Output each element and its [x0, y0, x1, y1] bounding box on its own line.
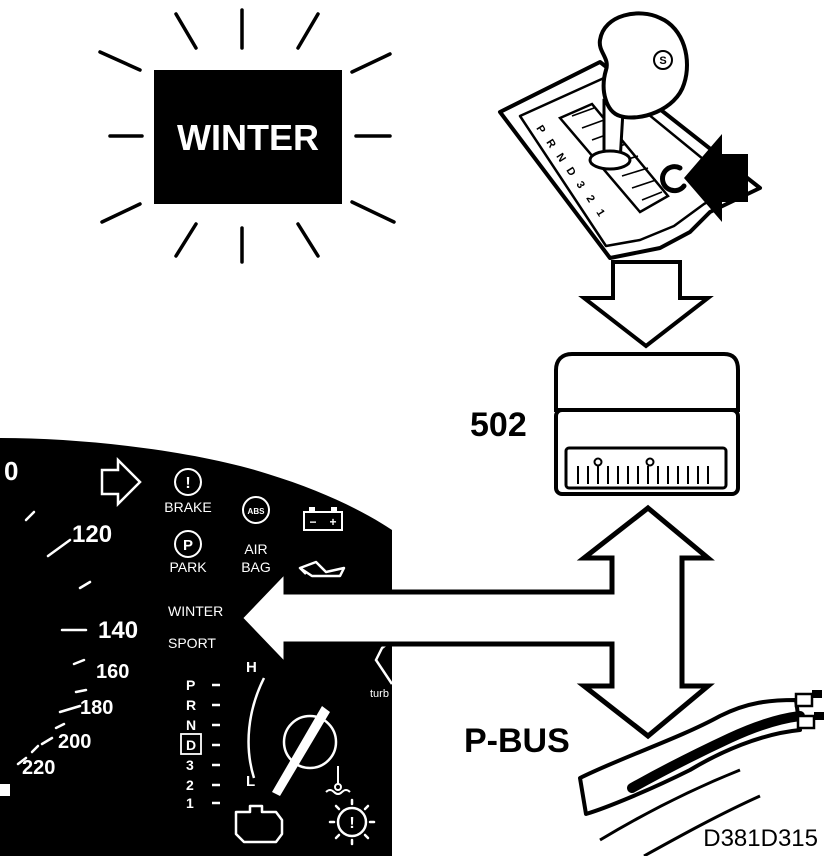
- speedometer-ticks: [16, 510, 92, 766]
- speed-label-160: 160: [96, 661, 129, 683]
- airbag-label-line1: AIR: [244, 541, 267, 557]
- temp-gauge-low: L: [246, 773, 255, 790]
- cable-wire-ends: [794, 690, 824, 730]
- winter-button-symbol: [660, 164, 687, 194]
- lamp-rays: [98, 8, 396, 264]
- park-brake-icon: [174, 530, 202, 558]
- temp-gauge-hub: [282, 714, 338, 770]
- system-warning-icon: [336, 806, 368, 838]
- cluster-winter-label: WINTER: [168, 603, 223, 619]
- control-module: 502: [470, 352, 740, 496]
- p-bus-cable: P-BUS: [464, 690, 824, 856]
- speed-label-220: 220: [22, 757, 55, 779]
- connector-screw-left: [593, 457, 603, 467]
- gear-shifter: P R N D 3 2 1 S: [498, 11, 762, 260]
- gear-indicator-r: R: [186, 697, 196, 713]
- speed-label-140: 140: [98, 617, 138, 644]
- temp-gauge-high: H: [246, 659, 257, 676]
- gear-indicator-dashes: [212, 683, 220, 805]
- gate-letter-2: 2: [583, 193, 596, 205]
- speed-label-120: 120: [72, 521, 112, 548]
- gear-indicator: P R N D 3 2 1: [186, 677, 196, 811]
- gear-indicator-1: 1: [186, 795, 194, 811]
- cable-bottom-line: [643, 794, 761, 856]
- speed-label-180: 180: [80, 697, 113, 719]
- cluster-face: [0, 438, 392, 856]
- check-engine-icon: [234, 804, 284, 844]
- gear-indicator-3: 3: [186, 757, 194, 773]
- down-arrow-icon: [578, 260, 714, 349]
- cable-lower-edge: [599, 768, 741, 842]
- system-warning-teeth: [328, 798, 376, 846]
- winter-lamp: WINTER: [98, 8, 396, 264]
- gear-indicator-n: N: [186, 717, 196, 733]
- p-bus-label: P-BUS: [464, 722, 570, 760]
- battery-minus-sign: −: [309, 515, 316, 529]
- speed-label-200: 200: [58, 731, 91, 753]
- abs-warning-icon: [242, 496, 270, 524]
- system-warning-symbol: !: [349, 815, 354, 832]
- winter-lamp-box: [154, 70, 342, 204]
- module-connector: [564, 446, 728, 490]
- module-top: [554, 352, 740, 412]
- battery-warning-icon: − +: [303, 507, 343, 531]
- brake-warning-symbol: !: [185, 475, 190, 492]
- turbo-gauge-label: turb: [370, 688, 389, 700]
- temp-gauge-needle: [272, 706, 330, 796]
- oil-pressure-icon: [298, 560, 346, 578]
- shifter-boot: [588, 149, 632, 171]
- gear-indicator-p: P: [186, 677, 195, 693]
- winter-lamp-label: WINTER: [177, 117, 319, 158]
- module-number-label: 502: [470, 406, 527, 444]
- brake-warning-icon-brackets: [174, 473, 202, 491]
- temp-gauge-arc: [247, 677, 266, 779]
- cluster-sport-label: SPORT: [168, 635, 216, 651]
- gate-letter-3: 3: [573, 179, 586, 191]
- instrument-cluster: 0 120 140 160 180 200 220 ! BRAKE ABS − …: [0, 438, 394, 856]
- bus-communication-arrow: [236, 504, 715, 740]
- abs-label: ABS: [248, 507, 266, 516]
- pointing-arrow-icon: [684, 134, 748, 222]
- knob-button-letter: S: [659, 55, 666, 67]
- speedometer-labels: 0 120 140 160 180 200 220: [4, 456, 138, 779]
- airbag-label-line2: BAG: [241, 559, 271, 575]
- gate-letter-1: 1: [593, 207, 606, 219]
- figure-code-label: D381D315: [703, 825, 818, 852]
- connector-screw-right: [645, 457, 655, 467]
- connector-pins: [577, 466, 709, 484]
- cluster-left-edge-mark: [0, 784, 10, 796]
- gear-indicator-2: 2: [186, 777, 194, 793]
- turn-signal-arrow-icon: [100, 456, 142, 508]
- brake-label: BRAKE: [164, 499, 211, 515]
- cable-inner-wire: [627, 711, 805, 793]
- park-brake-symbol: P: [183, 537, 193, 554]
- gear-indicator-d: D: [186, 737, 196, 753]
- knob-sport-button: [653, 50, 673, 70]
- coolant-temp-icon: [325, 766, 351, 795]
- battery-plus-sign: +: [329, 515, 336, 529]
- shifter-knob: [597, 11, 689, 120]
- gear-indicator-d-box: [180, 733, 202, 755]
- speed-label-0: 0: [4, 456, 18, 486]
- park-label: PARK: [169, 559, 207, 575]
